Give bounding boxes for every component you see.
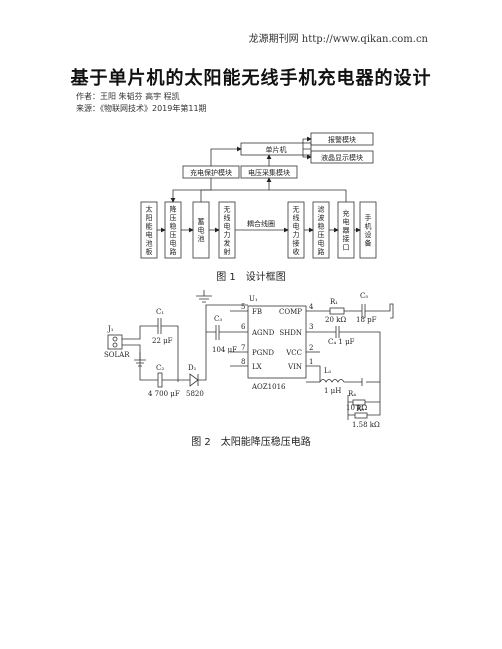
pin-vcc: VCC xyxy=(285,349,302,357)
article-title: 基于单片机的太阳能无线手机充电器的设计 xyxy=(70,68,432,89)
pin-num-6: 6 xyxy=(241,323,246,331)
figure2-caption: 图 2 太阳能降压稳压电路 xyxy=(191,437,311,448)
c2-label: C₂ xyxy=(156,364,164,372)
d1-label: D₁ xyxy=(188,364,197,372)
c1-value: 22 μF xyxy=(152,337,173,345)
c5-value: 18 pF xyxy=(356,316,377,324)
pin-num-4: 4 xyxy=(309,303,314,311)
pin-fb: FB xyxy=(252,308,262,316)
block-v8: 手机设备 xyxy=(365,213,372,248)
block-v7: 充电器接口 xyxy=(343,209,350,252)
u1-label: U₁ xyxy=(249,295,258,303)
block-mcu: 单片机 xyxy=(266,145,287,154)
c5-label: C₅ xyxy=(360,292,368,300)
article-authors: 作者：王阳 朱韬芬 高宇 程凯 xyxy=(76,92,180,101)
figure1-caption: 图 1 设计框图 xyxy=(216,272,286,283)
pin-pgnd: PGND xyxy=(252,349,274,357)
c3-label: C₃ xyxy=(214,315,222,323)
j1-label: J₁ xyxy=(107,325,114,333)
block-lcd: 液晶显示模块 xyxy=(321,153,363,162)
d1-value: 5820 xyxy=(186,390,204,398)
block-coupling: 耦合线圈 xyxy=(247,219,275,228)
site-header: 龙源期刊网 http://www.qikan.com.cn xyxy=(248,34,428,45)
r4-value: 10 kΩ xyxy=(346,404,367,412)
pin-comp: COMP xyxy=(279,308,302,316)
chip-model: AOZ1016 xyxy=(251,383,286,391)
block-v1: 太阳能电池板 xyxy=(146,204,153,256)
pin-num-2: 2 xyxy=(309,344,313,352)
r1-value: 20 kΩ xyxy=(325,316,346,324)
r1-label: R₁ xyxy=(330,298,338,306)
r5-label: R₅ xyxy=(356,405,364,413)
article-source: 来源：《物联网技术》2019年第11期 xyxy=(76,104,207,113)
pin-num-8: 8 xyxy=(241,358,245,366)
l1-value: 1 μH xyxy=(324,387,341,395)
block-v4: 无线电力发射 xyxy=(224,205,231,256)
pin-lx: LX xyxy=(252,363,262,371)
pin-num-1: 1 xyxy=(309,358,313,366)
block-v5: 无线电力接收 xyxy=(293,205,300,256)
c4-label: C₄ 1 μF xyxy=(328,338,355,346)
block-protect: 充电保护模块 xyxy=(190,168,232,177)
solar-label: SOLAR xyxy=(104,351,130,359)
block-v3: 蓄电池 xyxy=(198,217,205,243)
pin-num-7: 7 xyxy=(241,344,245,352)
block-v6: 滤波稳压电路 xyxy=(318,204,325,256)
l1-label: L₁ xyxy=(324,367,332,375)
block-v2: 降压稳压电路 xyxy=(170,204,177,256)
r4-label: R₄ xyxy=(348,390,356,398)
pin-num-5: 5 xyxy=(241,303,245,311)
block-voltage: 电压采集模块 xyxy=(248,168,290,177)
c2-value: 4 700 μF xyxy=(148,390,180,398)
pin-vin: VIN xyxy=(287,363,302,371)
pin-num-3: 3 xyxy=(309,323,313,331)
c1-label: C₁ xyxy=(156,308,164,316)
pin-shdn: SHDN xyxy=(279,329,302,337)
block-alarm: 报警模块 xyxy=(328,135,356,144)
r5-value: 1.58 kΩ xyxy=(352,421,380,429)
c3-value: 104 μF xyxy=(212,346,237,354)
pin-agnd: AGND xyxy=(251,329,275,337)
